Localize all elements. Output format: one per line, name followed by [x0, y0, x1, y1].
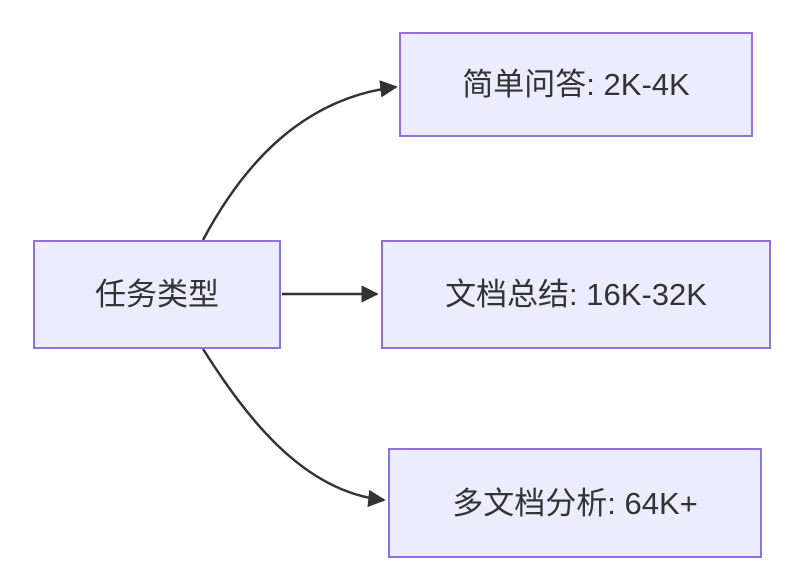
edge-task-type-to-multi-doc-analysis [201, 348, 386, 508]
edge-task-type-to-simple-qa [201, 80, 398, 241]
node-task-type: 任务类型 [33, 240, 281, 349]
node-doc-summary: 文档总结: 16K-32K [381, 240, 771, 349]
node-task-type-label: 任务类型 [95, 277, 219, 312]
node-simple-qa: 简单问答: 2K-4K [399, 32, 753, 137]
node-multi-doc-analysis: 多文档分析: 64K+ [388, 448, 762, 558]
node-multi-doc-analysis-label: 多文档分析: 64K+ [452, 485, 698, 521]
node-doc-summary-label: 文档总结: 16K-32K [445, 277, 707, 312]
node-simple-qa-label: 简单问答: 2K-4K [462, 67, 690, 102]
